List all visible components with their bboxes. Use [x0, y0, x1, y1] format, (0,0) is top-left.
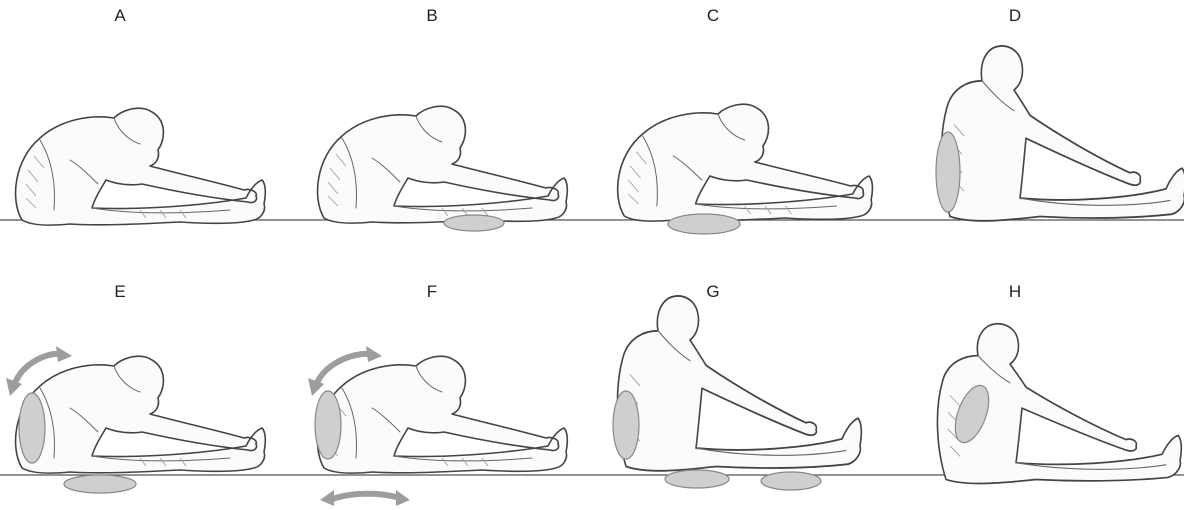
pressure-area-f-back [315, 391, 341, 459]
figure-f [318, 356, 568, 473]
pressure-area-g-buttock [665, 470, 729, 488]
arrow-f-head-1 [366, 346, 382, 362]
pressure-area-g-back [613, 391, 639, 459]
figure-e [16, 356, 266, 473]
pressure-area-d-lower-back [936, 132, 960, 212]
arrow-f-head-4 [320, 490, 334, 506]
figure-a [16, 108, 266, 225]
figure-g [617, 296, 861, 471]
figure-b [318, 106, 568, 223]
pressure-area-c-buttock [668, 214, 740, 234]
figure-d [941, 46, 1184, 221]
pressure-area-e-buttock [64, 475, 136, 493]
figure-c [618, 104, 873, 221]
pressure-area-g-thigh [761, 472, 821, 490]
pressure-area-b-thigh [444, 215, 504, 231]
arrow-f-head-3 [396, 490, 410, 506]
arrow-f-pelvis-shift [330, 494, 400, 500]
pressure-area-e-back [19, 393, 45, 463]
arrow-e-head-1 [56, 346, 72, 362]
